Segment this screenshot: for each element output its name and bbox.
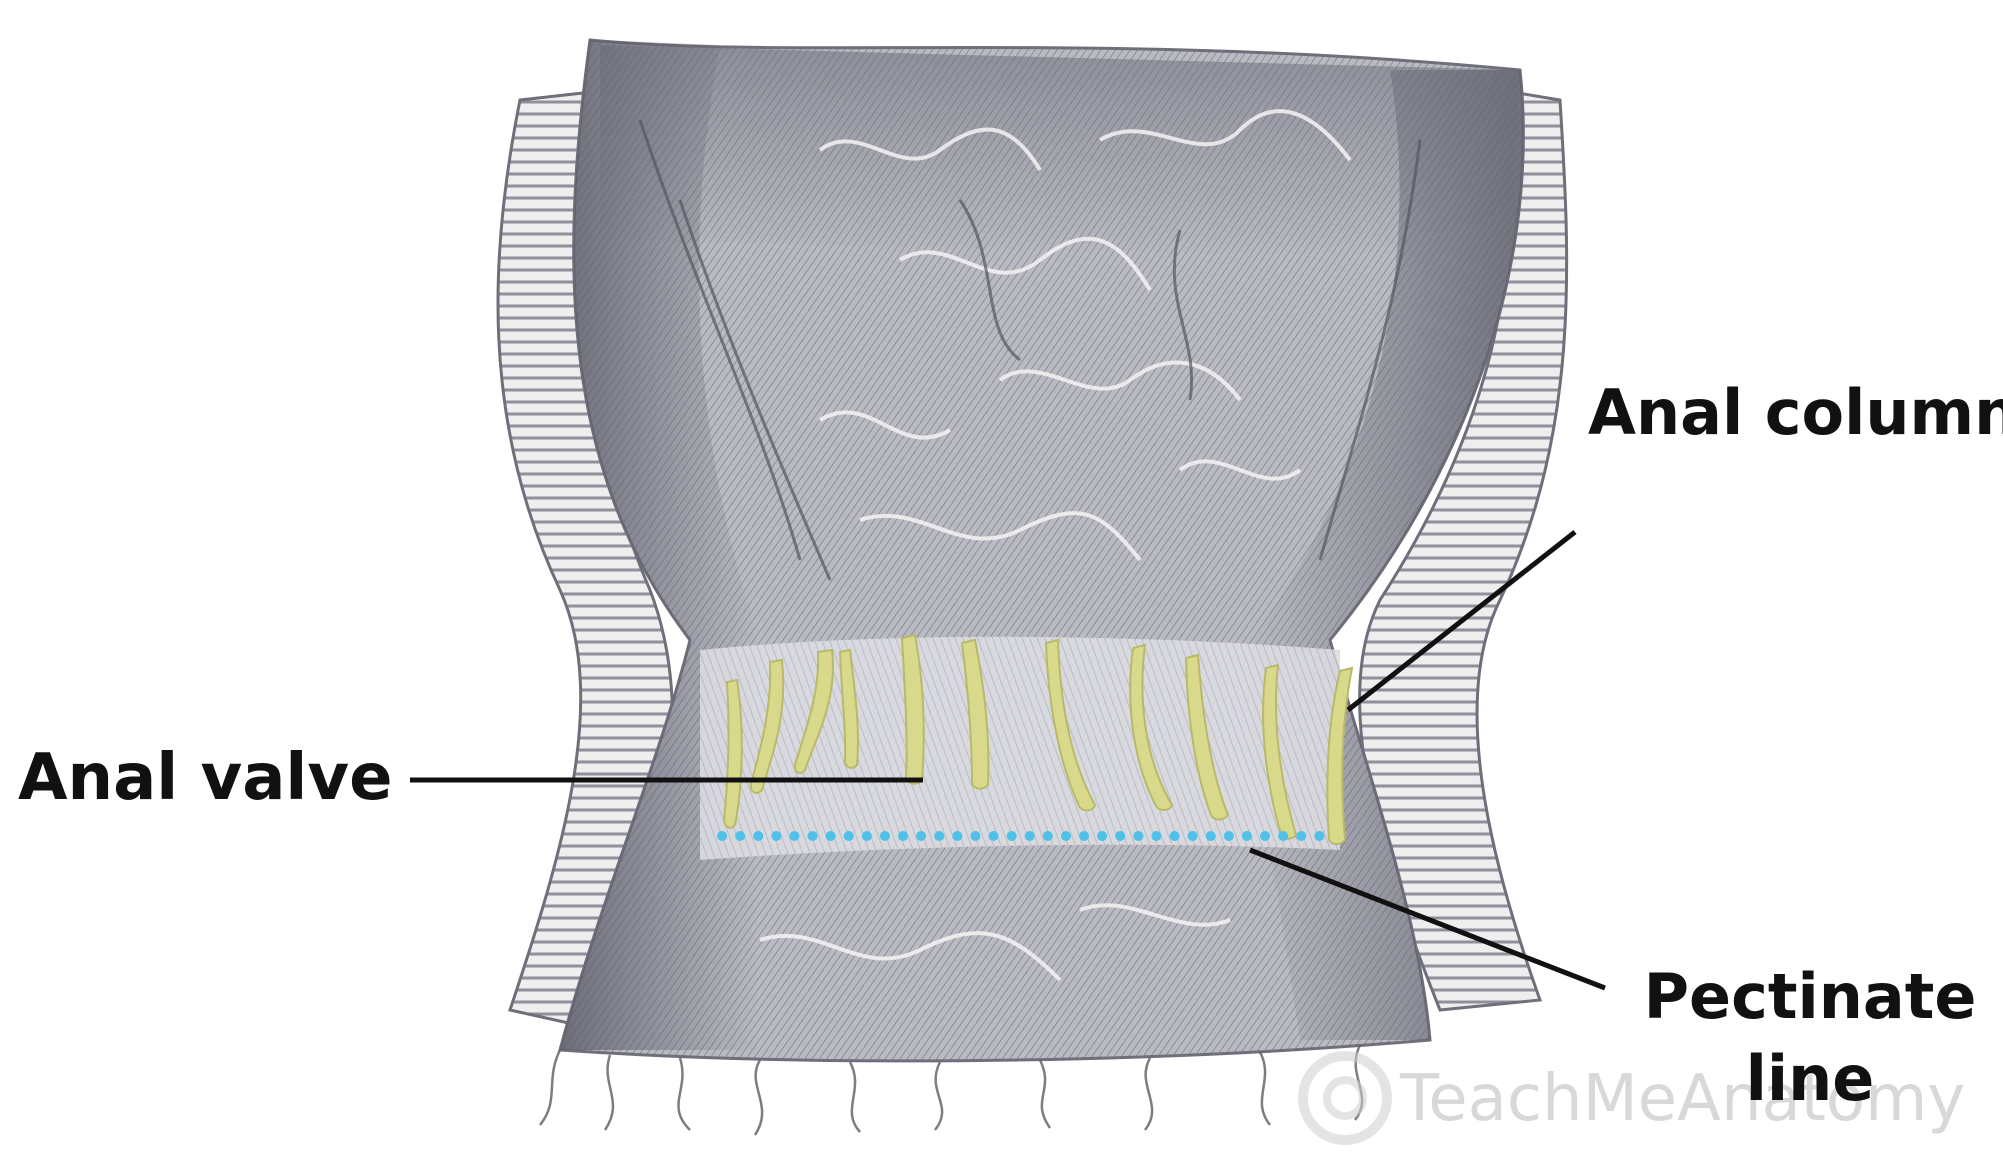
anal-valve-label: Anal valve — [18, 746, 392, 810]
pectinate-line-label: Pectinate line — [1630, 956, 1990, 1120]
watermark-logo — [1303, 1056, 1387, 1140]
columnar-zone — [700, 637, 1340, 860]
anal-column-label: Anal column — [1588, 372, 1878, 454]
